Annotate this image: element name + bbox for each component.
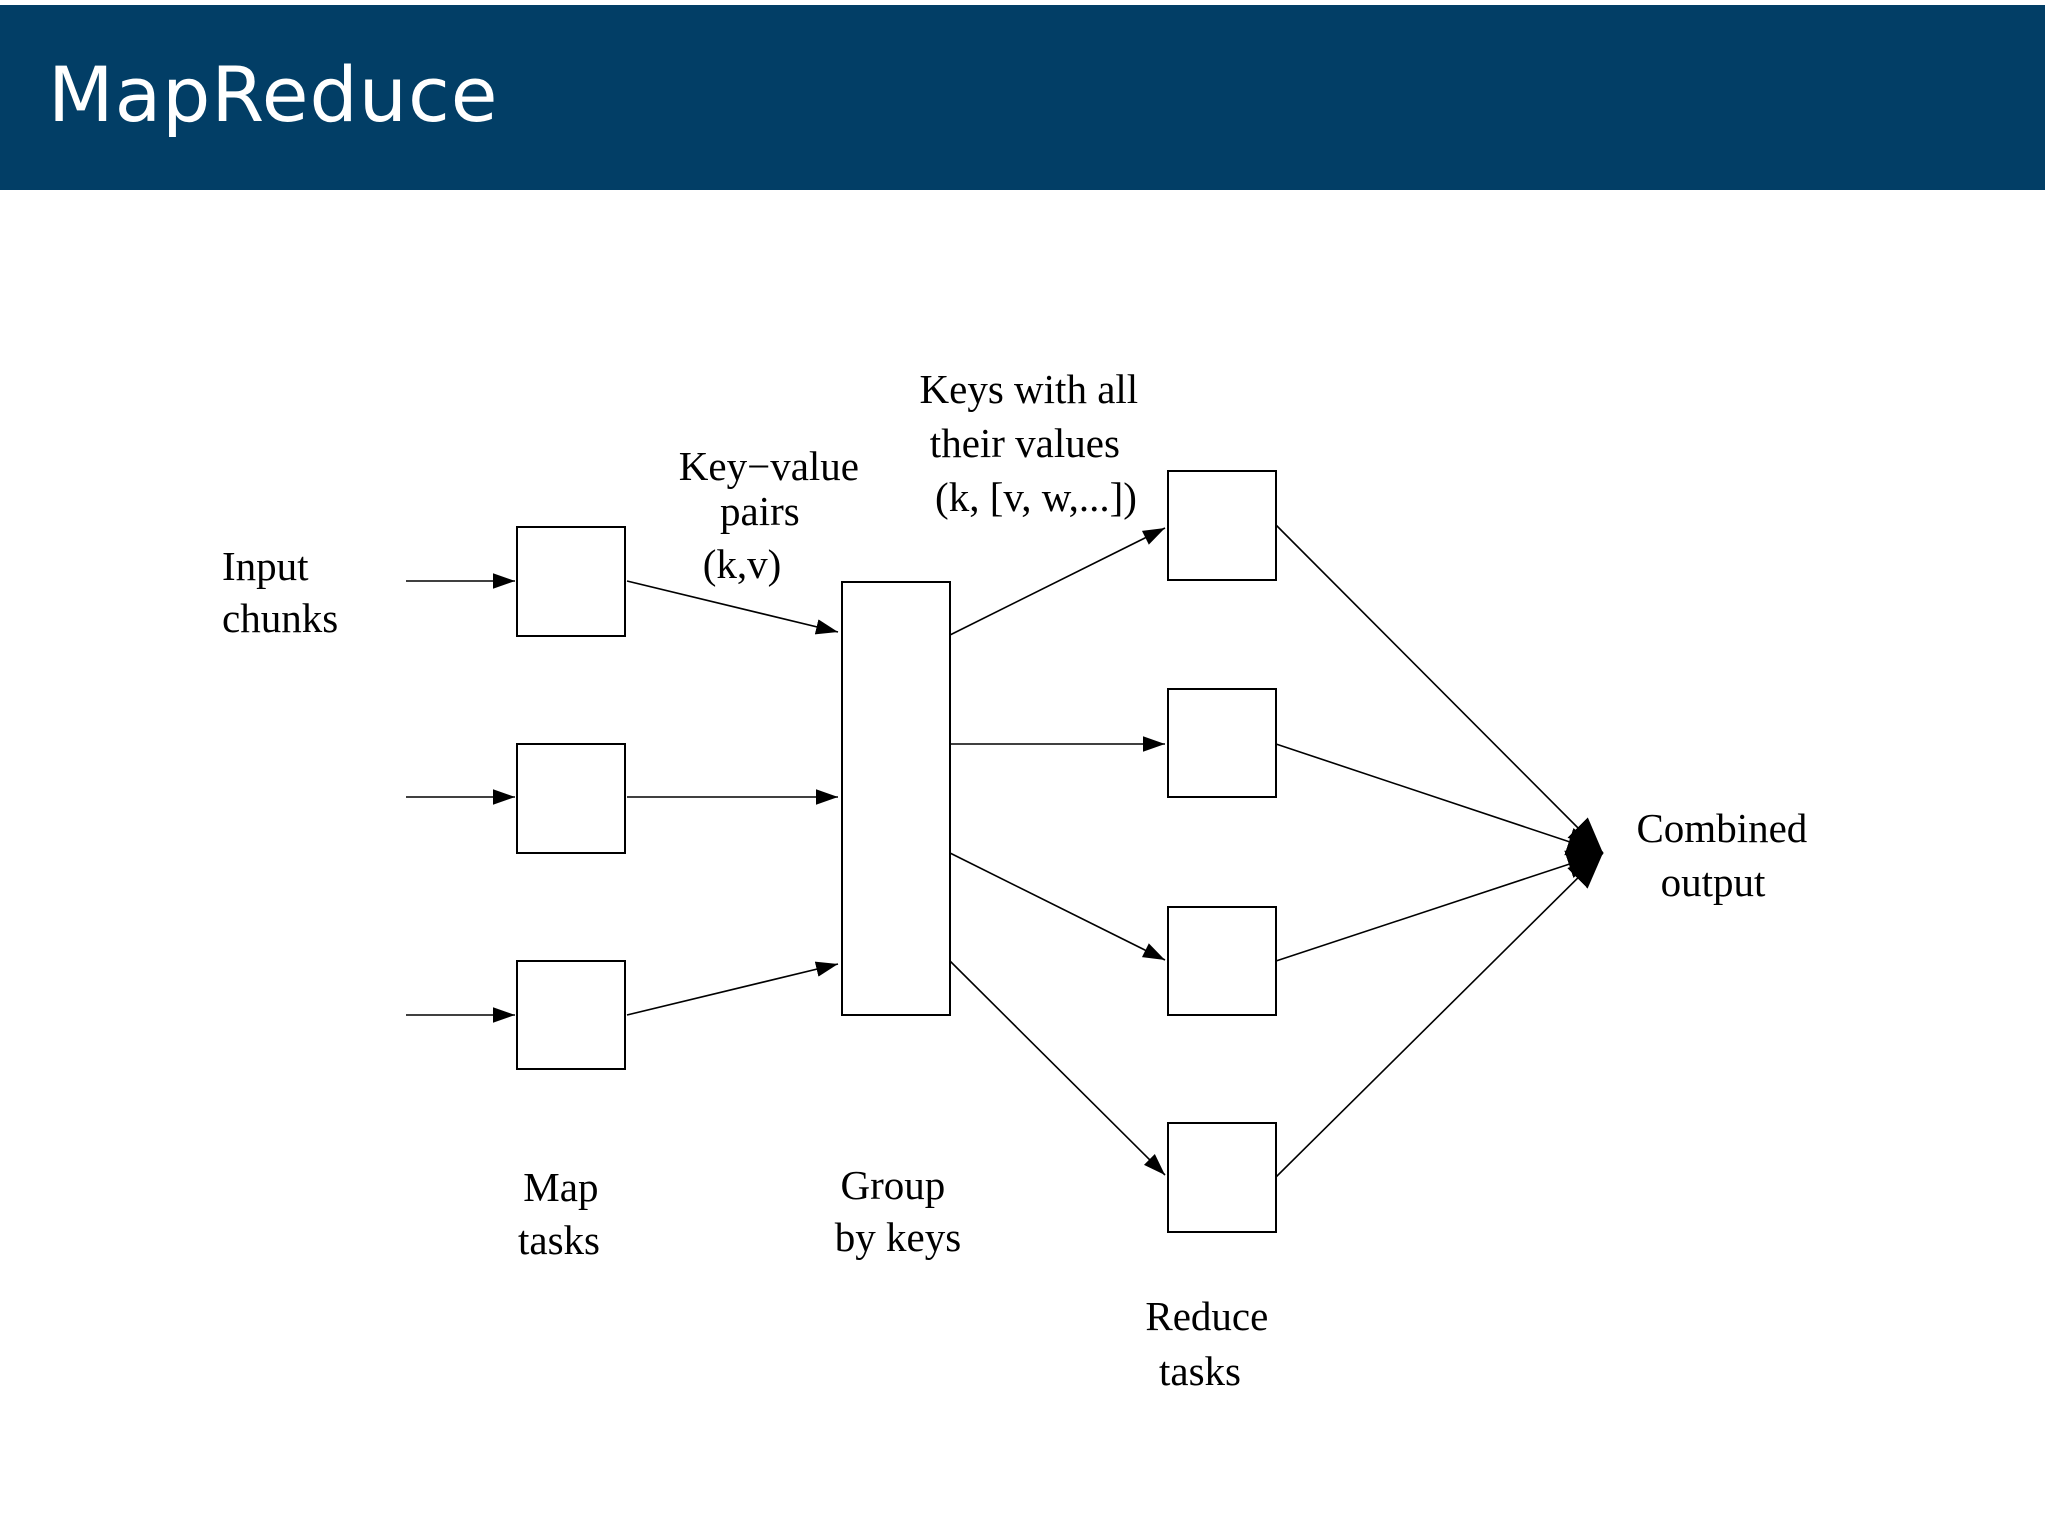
reduce-to-output-arrow-1 [1275,524,1604,854]
keys-with-values-label-line-2: their values [930,420,1120,466]
reduce-tasks-label-line-1: Reduce [1145,1293,1268,1339]
input-chunks-label-line-2: chunks [222,595,338,641]
map-task-box-3 [516,960,626,1070]
header-bar: MapReduce [0,5,2045,190]
key-value-pairs-label-line-1: Key−value [679,443,859,489]
keys-with-values-label-line-3: (k, [v, w,...]) [935,474,1137,520]
reduce-to-output-arrow-2 [1275,743,1604,856]
keys-with-values-label: Keys with all their values (k, [v, w,...… [920,366,1149,520]
map-task-box-1 [516,526,626,637]
combined-output-label-line-1: Combined [1636,805,1807,851]
map-task-boxes [516,526,626,1070]
group-by-keys-label: Group by keys [835,1162,961,1260]
reduce-task-box-3 [1167,906,1277,1016]
input-chunks-label: Input chunks [222,543,338,641]
map-tasks-label-line-1: Map [523,1164,598,1210]
key-value-pairs-label-line-2: pairs [720,488,800,534]
reduce-tasks-label-line-2: tasks [1159,1348,1241,1394]
map-tasks-label: Map tasks [518,1164,609,1263]
input-chunks-label-line-1: Input [222,543,309,589]
group-by-keys-label-line-1: Group [840,1162,945,1208]
group-by-keys-label-line-2: by keys [835,1214,961,1260]
combined-output-label-line-2: output [1661,859,1766,905]
key-value-pairs-label: Key−value pairs (k,v) [679,443,869,587]
input-arrows [406,573,515,1023]
map-tasks-label-line-2: tasks [518,1217,600,1263]
map-to-group-arrows [626,580,839,1016]
reduce-to-output-arrows [1275,524,1604,1178]
map-task-box-2 [516,743,626,854]
map-to-group-arrow-3 [626,961,839,1016]
map-to-group-arrow-1 [626,580,839,635]
group-to-reduce-arrow-4 [949,960,1166,1176]
keys-with-values-label-line-1: Keys with all [920,366,1139,412]
group-to-reduce-arrow-3 [949,852,1166,961]
reduce-to-output-arrow-4 [1275,852,1604,1178]
key-value-pairs-label-line-3: (k,v) [703,541,782,587]
group-to-reduce-arrow-1 [949,527,1166,636]
slide-title: MapReduce [48,50,499,139]
reduce-task-boxes [1167,470,1277,1233]
combined-output-label: Combined output [1636,805,1817,905]
group-to-reduce-arrows [949,527,1166,1176]
reduce-to-output-arrow-3 [1275,850,1604,962]
reduce-task-box-2 [1167,688,1277,798]
reduce-tasks-label: Reduce tasks [1145,1293,1278,1394]
reduce-task-box-4 [1167,1122,1277,1233]
reduce-task-box-1 [1167,470,1277,581]
group-by-keys-box [841,581,951,1016]
